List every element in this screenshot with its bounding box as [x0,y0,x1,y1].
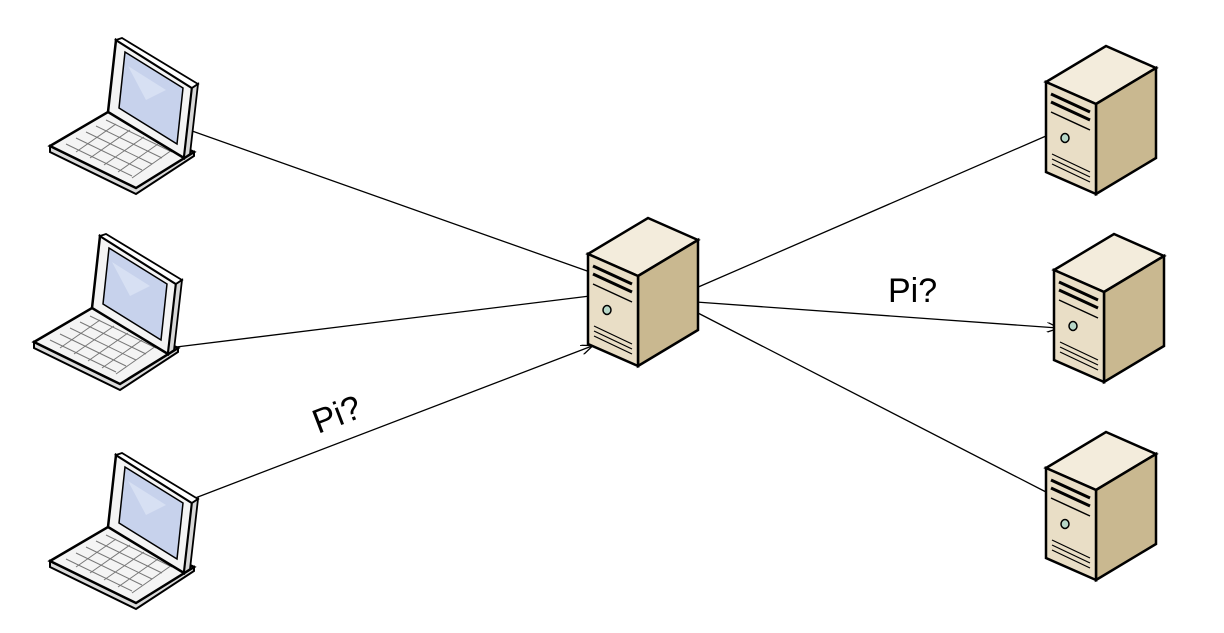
server-tower-icon [586,216,700,368]
server-tower-icon [1044,430,1158,582]
server-tower-icon [1044,44,1158,196]
client-query-label: Pi? [307,388,366,441]
laptop-icon [48,36,200,196]
link-hub-server3 [695,311,1047,493]
laptop-icon [32,232,184,392]
link-client2-hub [159,295,591,350]
forwarded-query-label: Pi? [888,272,937,310]
link-hub-server1 [695,135,1047,289]
link-client3-hub [189,346,592,501]
link-client1-hub [177,125,591,273]
server-tower-icon [1052,232,1166,384]
laptop-icon [48,451,200,611]
link-hub-server2 [695,301,1058,328]
connections [159,125,1058,501]
